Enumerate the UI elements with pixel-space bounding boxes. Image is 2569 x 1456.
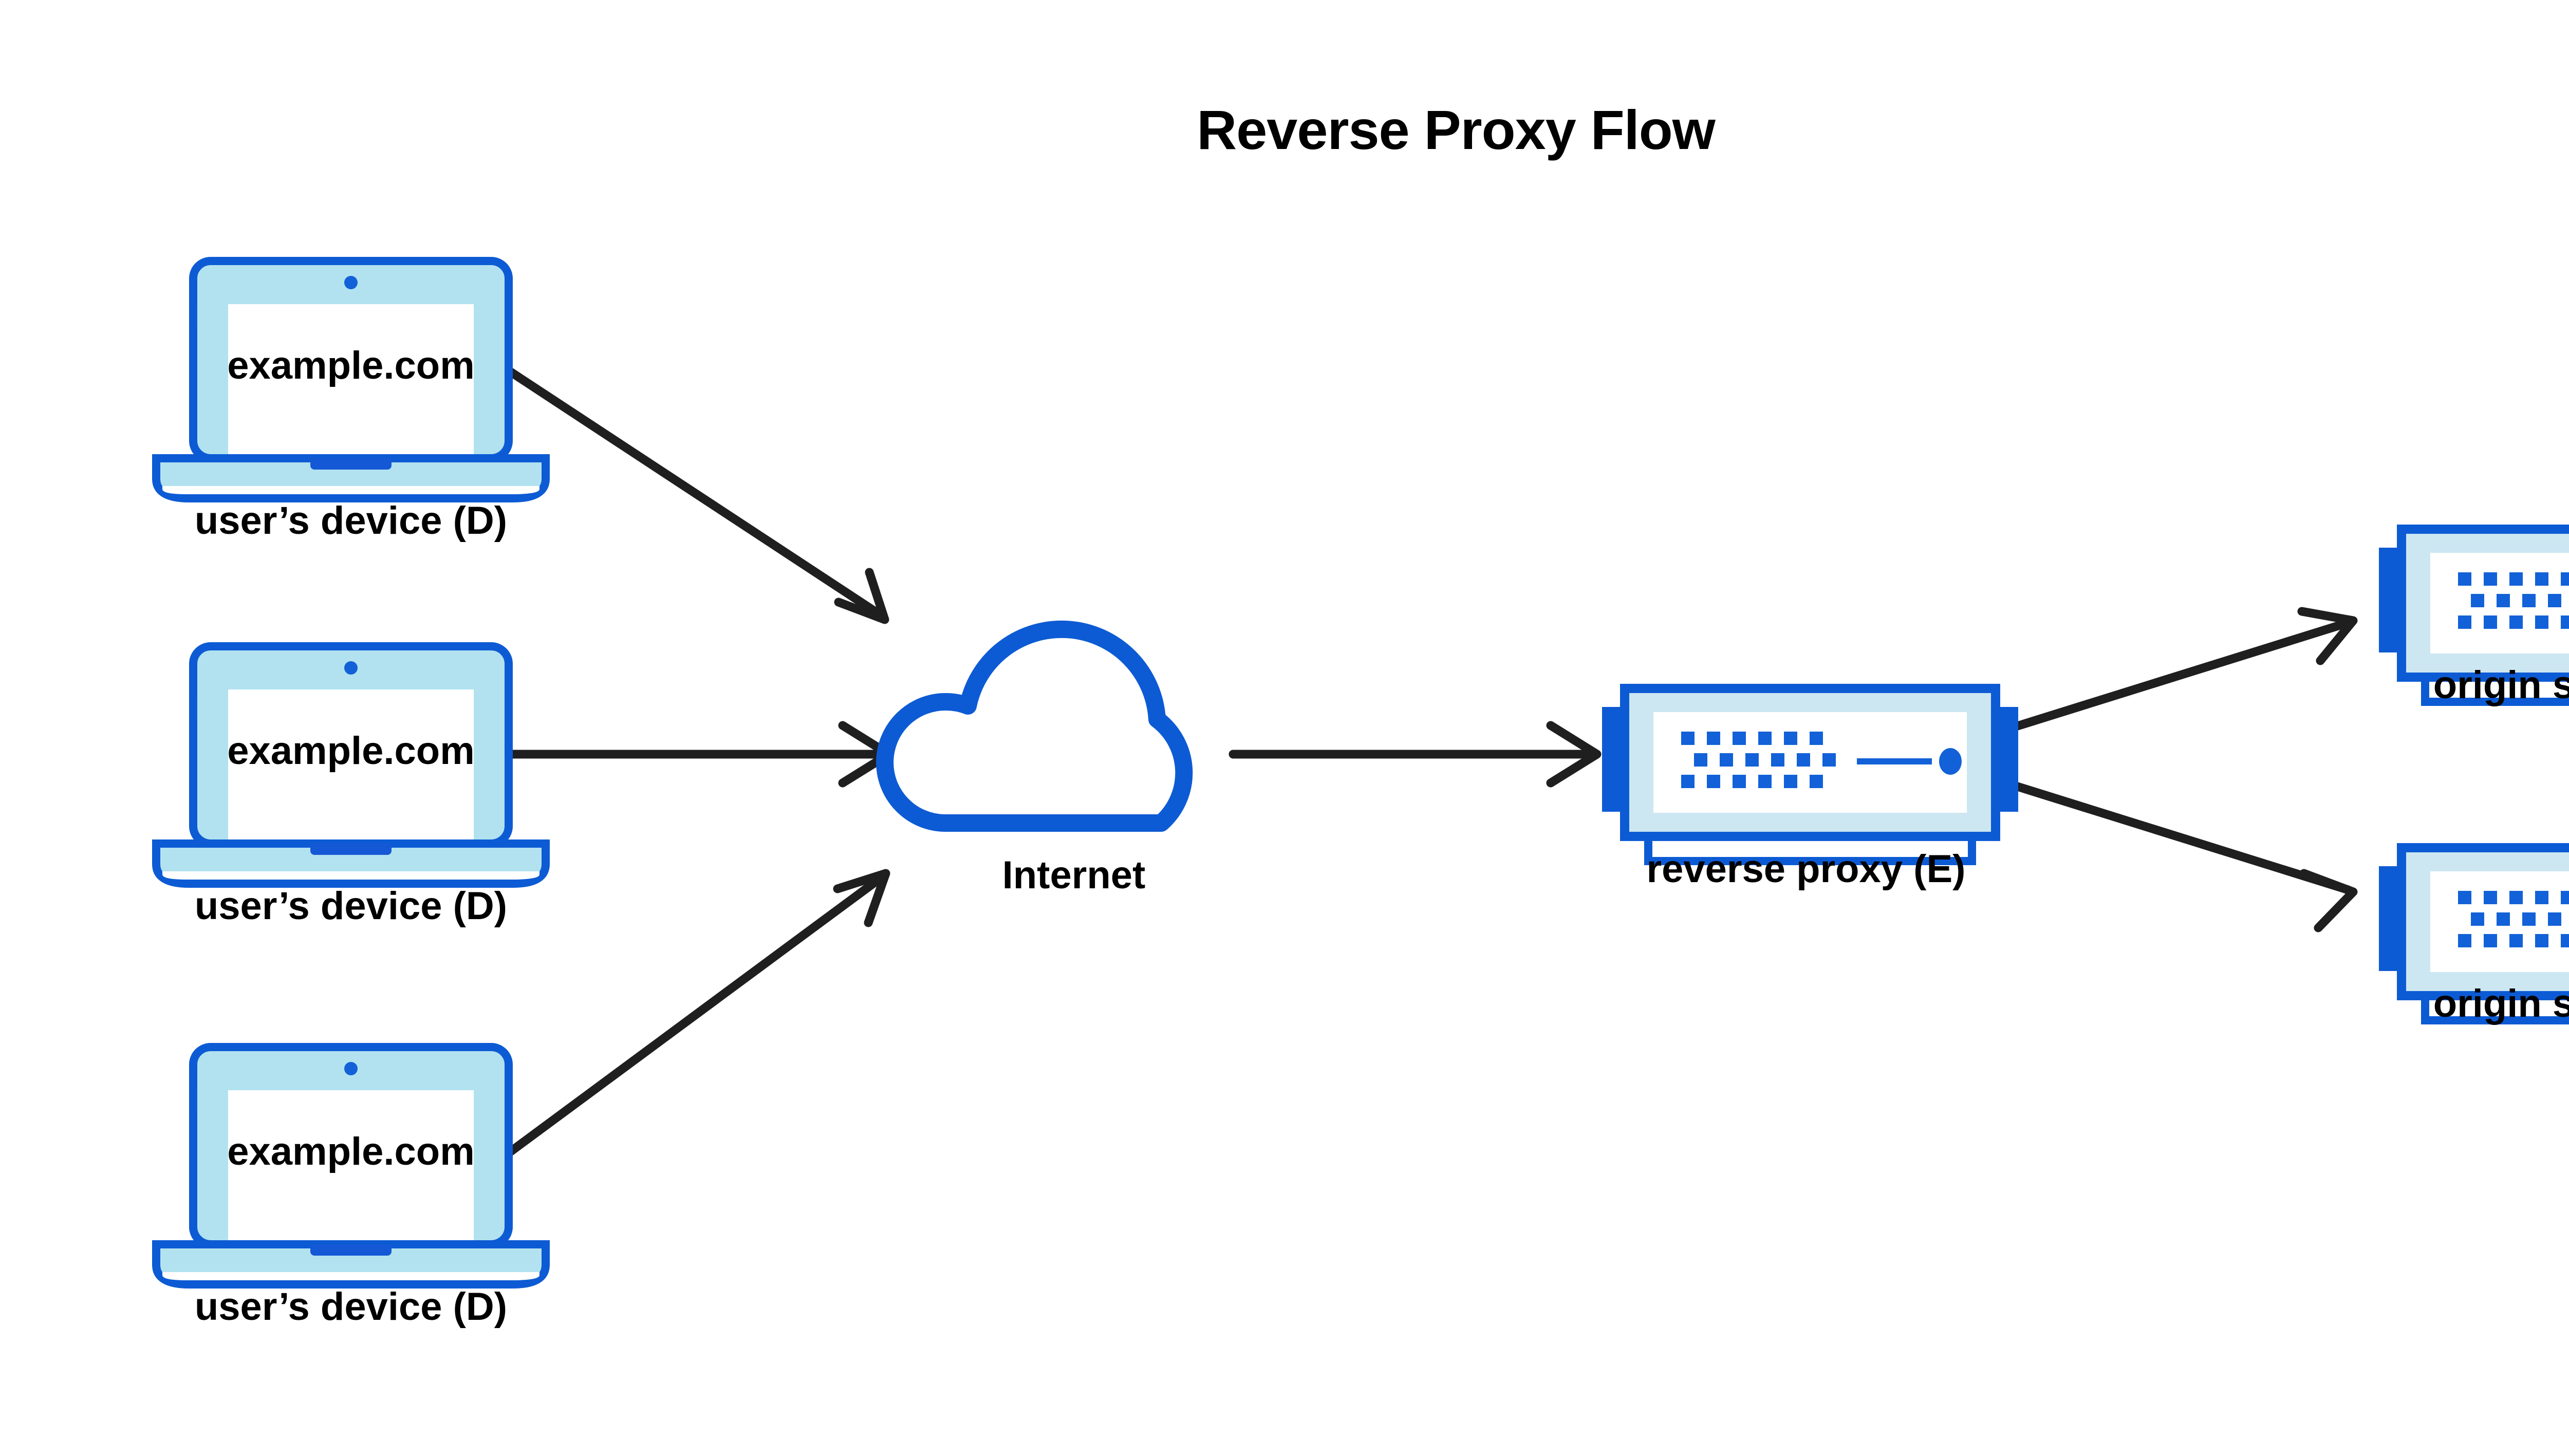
reverse-proxy-label: reverse proxy (E): [1646, 847, 1966, 891]
laptop-screen-text: example.com: [227, 344, 475, 387]
edge-client3-internet: [501, 869, 890, 1160]
edge-client2-internet: [501, 721, 893, 788]
client-label: user’s device (D): [194, 499, 508, 543]
client-label: user’s device (D): [194, 1285, 508, 1329]
laptop-screen-text: example.com: [227, 729, 475, 773]
page-title: Reverse Proxy Flow: [1197, 99, 1715, 161]
edge-proxy-origin2: [1998, 777, 2358, 932]
origin-server-label: origin server (F): [2433, 982, 2569, 1025]
origin-server-label: origin server (F): [2433, 663, 2569, 707]
internet-label: Internet: [1002, 853, 1146, 897]
server-icon: [1602, 688, 2018, 861]
connector-layer: [501, 364, 2358, 1160]
edge-proxy-origin1: [1998, 607, 2358, 735]
edge-client1-internet: [501, 364, 889, 624]
client-label: user’s device (D): [194, 884, 508, 928]
edge-internet-proxy: [1228, 721, 1602, 788]
laptop-screen-text: example.com: [227, 1130, 475, 1173]
cloud-icon: [876, 620, 1193, 832]
